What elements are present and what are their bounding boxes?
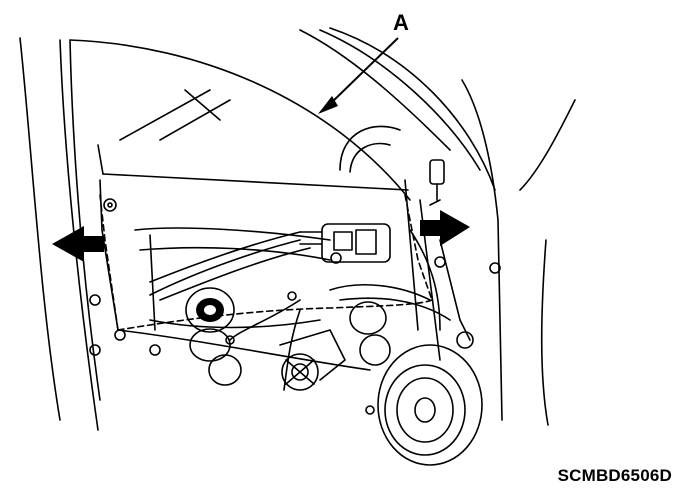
- round-ports: [185, 287, 387, 386]
- clip-line: [99, 194, 433, 331]
- door-latch-assembly: [299, 223, 391, 264]
- figure-code: SCMBD6506D: [557, 466, 672, 485]
- callout-label-a: A: [393, 10, 409, 35]
- wiring-harness: [149, 229, 451, 391]
- connector: [429, 159, 445, 206]
- right-arrow: [420, 210, 470, 246]
- window-glass-edge-a: [69, 39, 411, 201]
- left-arrow: [52, 226, 104, 262]
- window-motor: [279, 329, 346, 391]
- grommet-center: [204, 305, 216, 315]
- door-frame: [19, 27, 576, 431]
- inner-panel: [99, 179, 471, 371]
- callout-leader: [329, 37, 399, 105]
- speaker: [377, 344, 483, 466]
- window-glass: [69, 39, 411, 201]
